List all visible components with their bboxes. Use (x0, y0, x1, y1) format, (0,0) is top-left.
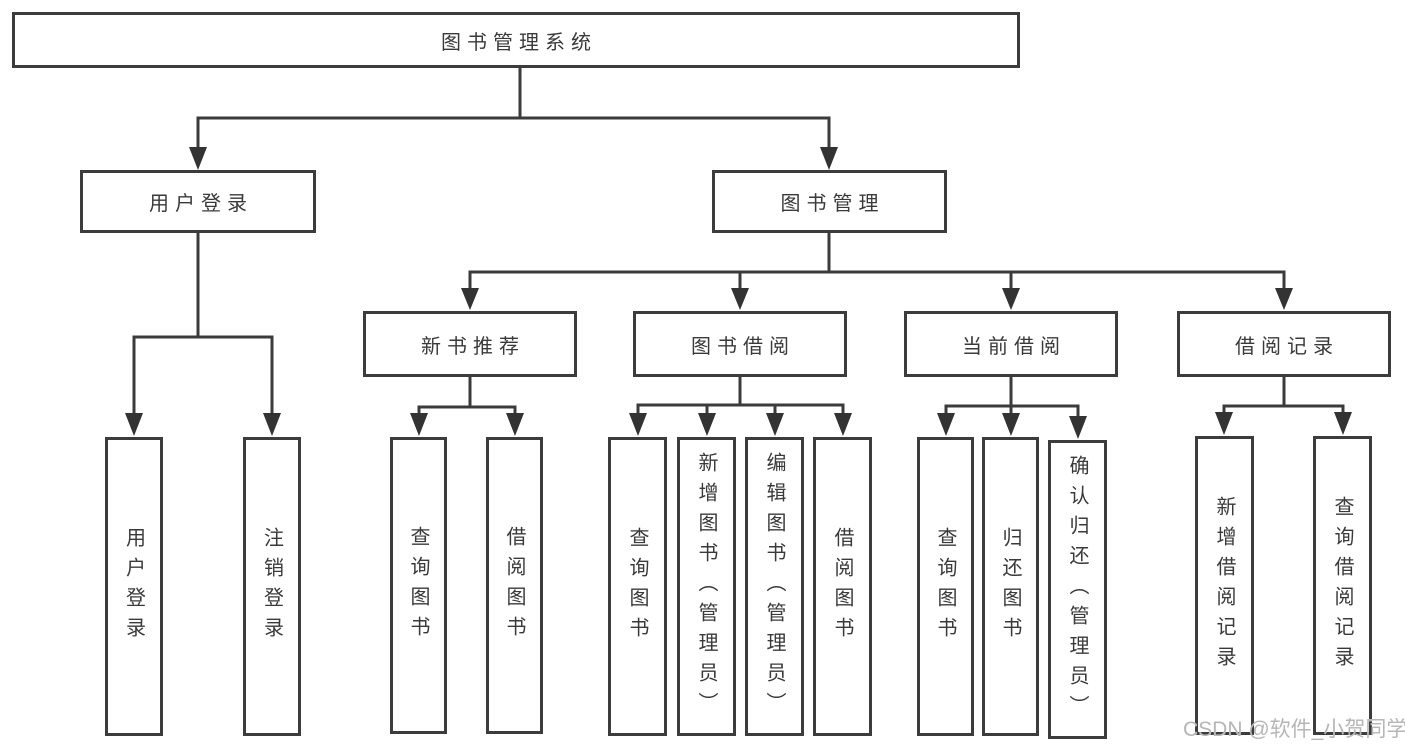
node-root-label: 图书管理系统 (441, 31, 597, 54)
node-cb-query-books-label: 查询图书 (934, 526, 956, 647)
node-user-login-label: 用户登录 (149, 193, 253, 215)
node-cb-confirm-return-label: 确认归还（管理员） (1066, 454, 1088, 725)
edge-book-borrowing-to-children (629, 377, 852, 436)
node-nbr-query-books: 查询图书 (390, 437, 447, 734)
edge-borrowing-records-to-children (1215, 377, 1352, 435)
node-cb-return-books-label: 归还图书 (999, 526, 1021, 647)
node-bb-add-books: 新增图书（管理员） (677, 437, 736, 736)
node-book-borrowing-label: 图书借阅 (691, 335, 795, 358)
node-bb-query-books: 查询图书 (608, 437, 667, 736)
node-nbr-borrow-books: 借阅图书 (486, 437, 543, 734)
node-nbr-query-books-label: 查询图书 (407, 525, 429, 646)
node-logout-label: 注销登录 (260, 526, 283, 647)
edge-new-book-recommend-to-children (410, 377, 524, 436)
node-nbr-borrow-books-label: 借阅图书 (503, 525, 525, 646)
edge-current-borrowing-to-children (937, 377, 1087, 439)
node-new-book-recommend: 新书推荐 (363, 311, 577, 377)
node-bb-add-books-label: 新增图书（管理员） (695, 451, 717, 722)
node-bb-edit-books-label: 编辑图书（管理员） (763, 451, 785, 722)
node-borrowing-records-label: 借阅记录 (1235, 335, 1339, 358)
node-bb-borrow-books-label: 借阅图书 (831, 526, 853, 647)
node-br-add-record: 新增借阅记录 (1195, 436, 1254, 735)
node-cb-query-books: 查询图书 (917, 437, 974, 736)
csdn-watermark: CSDN @软件_小贺同学 (1183, 718, 1405, 741)
node-login-label: 用户登录 (122, 526, 145, 647)
node-cb-confirm-return: 确认归还（管理员） (1048, 440, 1107, 739)
node-book-management: 图书管理 (712, 170, 947, 233)
node-br-query-record-label: 查询借阅记录 (1331, 495, 1353, 676)
node-current-borrowing-label: 当前借阅 (962, 335, 1066, 358)
node-bb-edit-books: 编辑图书（管理员） (745, 437, 804, 736)
edge-user-login-to-children (125, 233, 281, 436)
node-logout: 注销登录 (243, 437, 301, 736)
node-br-query-record: 查询借阅记录 (1313, 436, 1372, 735)
node-root: 图书管理系统 (12, 12, 1020, 68)
node-login: 用户登录 (105, 437, 163, 736)
node-current-borrowing: 当前借阅 (904, 311, 1118, 377)
node-borrowing-records: 借阅记录 (1177, 311, 1391, 377)
node-user-login: 用户登录 (80, 170, 316, 233)
node-new-book-recommend-label: 新书推荐 (421, 335, 525, 358)
node-book-management-label: 图书管理 (780, 193, 885, 215)
node-bb-borrow-books: 借阅图书 (813, 437, 872, 736)
edge-root-to-level2 (189, 68, 838, 170)
node-book-borrowing: 图书借阅 (633, 311, 847, 377)
edge-book-management-to-level3 (461, 233, 1293, 310)
node-bb-query-books-label: 查询图书 (626, 526, 648, 647)
node-br-add-record-label: 新增借阅记录 (1213, 495, 1235, 676)
node-cb-return-books: 归还图书 (982, 437, 1039, 736)
